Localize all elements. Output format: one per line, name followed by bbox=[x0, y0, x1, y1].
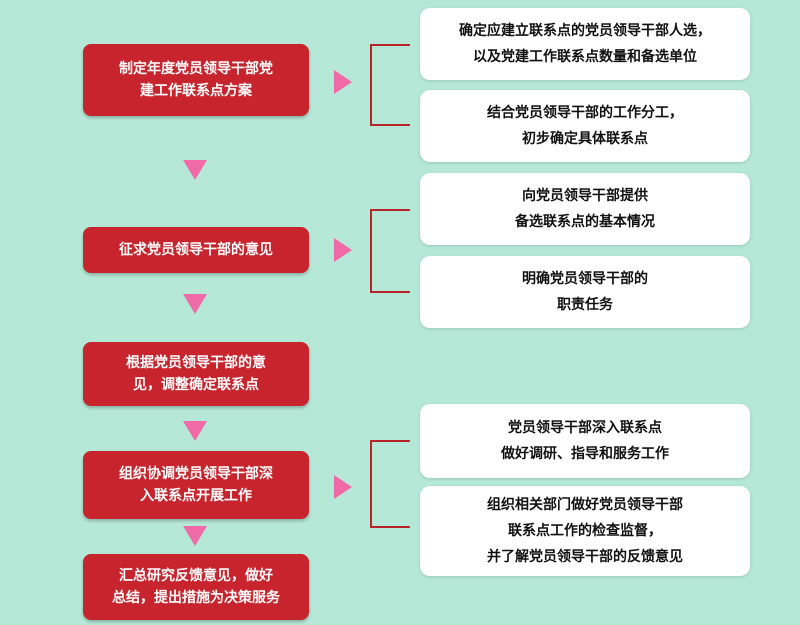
note-5-text: 党员领导干部深入联系点 做好调研、指导和服务工作 bbox=[501, 420, 669, 462]
down-arrow-icon bbox=[183, 294, 207, 314]
note-1-text: 确定应建立联系点的党员领导干部人选， 以及党建工作联系点数量和备选单位 bbox=[459, 23, 711, 65]
note-2-box: 结合党员领导干部的工作分工， 初步确定具体联系点 bbox=[420, 90, 750, 162]
down-arrow-icon bbox=[183, 421, 207, 441]
step-5-box: 汇总研究反馈意见，做好 总结，提出措施为决策服务 bbox=[83, 554, 309, 620]
note-6-text: 组织相关部门做好党员领导干部 联系点工作的检查监督， 并了解党员领导干部的反馈意… bbox=[487, 497, 683, 565]
bracket-group-1 bbox=[370, 44, 410, 126]
step-1-box: 制定年度党员领导干部党 建工作联系点方案 bbox=[83, 44, 309, 116]
down-arrow-icon bbox=[183, 160, 207, 180]
right-arrow-icon bbox=[334, 70, 352, 94]
step-1-label: 制定年度党员领导干部党 建工作联系点方案 bbox=[119, 61, 273, 99]
bracket-group-3 bbox=[370, 440, 410, 528]
step-2-label: 征求党员领导干部的意见 bbox=[119, 242, 273, 258]
step-3-label: 根据党员领导干部的意 见，调整确定联系点 bbox=[126, 355, 266, 393]
note-5-box: 党员领导干部深入联系点 做好调研、指导和服务工作 bbox=[420, 404, 750, 478]
note-1-box: 确定应建立联系点的党员领导干部人选， 以及党建工作联系点数量和备选单位 bbox=[420, 8, 750, 80]
right-arrow-icon bbox=[334, 238, 352, 262]
note-6-box: 组织相关部门做好党员领导干部 联系点工作的检查监督， 并了解党员领导干部的反馈意… bbox=[420, 486, 750, 576]
note-2-text: 结合党员领导干部的工作分工， 初步确定具体联系点 bbox=[487, 105, 683, 147]
step-4-label: 组织协调党员领导干部深 入联系点开展工作 bbox=[119, 466, 273, 504]
right-arrow-icon bbox=[334, 475, 352, 499]
step-2-box: 征求党员领导干部的意见 bbox=[83, 227, 309, 273]
step-5-label: 汇总研究反馈意见，做好 总结，提出措施为决策服务 bbox=[112, 568, 280, 606]
bracket-group-2 bbox=[370, 209, 410, 293]
step-4-box: 组织协调党员领导干部深 入联系点开展工作 bbox=[83, 451, 309, 519]
note-3-box: 向党员领导干部提供 备选联系点的基本情况 bbox=[420, 173, 750, 245]
note-4-box: 明确党员领导干部的 职责任务 bbox=[420, 256, 750, 328]
note-4-text: 明确党员领导干部的 职责任务 bbox=[522, 271, 648, 313]
step-3-box: 根据党员领导干部的意 见，调整确定联系点 bbox=[83, 342, 309, 406]
note-3-text: 向党员领导干部提供 备选联系点的基本情况 bbox=[515, 188, 655, 230]
down-arrow-icon bbox=[183, 526, 207, 546]
